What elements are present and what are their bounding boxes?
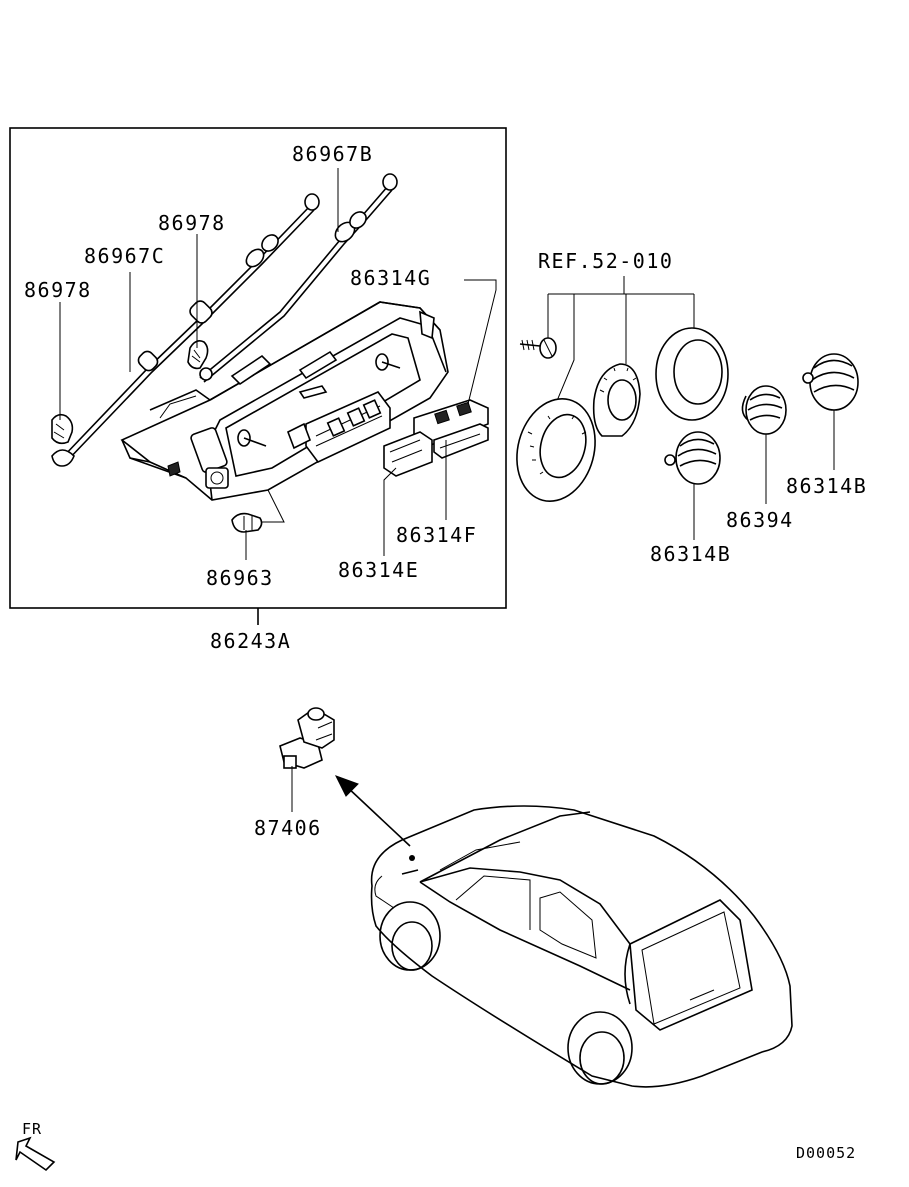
label-86967c: 86967C bbox=[84, 244, 165, 268]
leader-86314e bbox=[383, 467, 397, 556]
switch-86314f[interactable] bbox=[433, 423, 489, 459]
label-front: FR bbox=[22, 1120, 42, 1138]
label-86978-left: 86978 bbox=[24, 278, 92, 302]
switch-86314g[interactable] bbox=[413, 399, 489, 447]
label-86314e: 86314E bbox=[338, 558, 419, 582]
bulb-86963[interactable] bbox=[231, 512, 263, 533]
vehicle-illustration bbox=[370, 805, 793, 1088]
label-87406: 87406 bbox=[254, 816, 322, 840]
dial-ring-center[interactable] bbox=[592, 363, 641, 437]
front-direction-arrow-icon bbox=[15, 1136, 56, 1172]
heater-control-panel[interactable] bbox=[120, 301, 449, 501]
cable-86967c[interactable] bbox=[51, 193, 320, 467]
knob-86394[interactable] bbox=[741, 385, 787, 435]
label-86963: 86963 bbox=[206, 566, 274, 590]
dial-ring-left[interactable] bbox=[506, 390, 606, 510]
knob-86314b-right[interactable] bbox=[802, 353, 859, 411]
label-86314b-center: 86314B bbox=[650, 542, 731, 566]
knob-86314b-center[interactable] bbox=[664, 431, 721, 485]
label-86314f: 86314F bbox=[396, 523, 477, 547]
label-86314b-right: 86314B bbox=[786, 474, 867, 498]
leader-86314g bbox=[464, 279, 497, 405]
diagram-code: D00052 bbox=[796, 1144, 856, 1162]
label-ref-52-010: REF.52-010 bbox=[538, 249, 673, 273]
leader-ref bbox=[547, 276, 695, 409]
cable-86967b[interactable] bbox=[199, 173, 398, 383]
screw[interactable] bbox=[519, 337, 557, 359]
label-86243a: 86243A bbox=[210, 629, 291, 653]
label-86314g: 86314G bbox=[350, 266, 431, 290]
bezel-ring-right[interactable] bbox=[655, 327, 729, 421]
label-86967b: 86967B bbox=[292, 142, 373, 166]
bulb-leader bbox=[262, 489, 285, 523]
location-arrow bbox=[334, 775, 415, 861]
sensor-87406[interactable] bbox=[279, 707, 335, 769]
clip-86978-left[interactable] bbox=[51, 413, 74, 445]
label-86978-upper: 86978 bbox=[158, 211, 226, 235]
clip-86978-upper[interactable] bbox=[187, 340, 209, 370]
label-86394: 86394 bbox=[726, 508, 794, 532]
switch-86314e[interactable] bbox=[383, 431, 433, 477]
